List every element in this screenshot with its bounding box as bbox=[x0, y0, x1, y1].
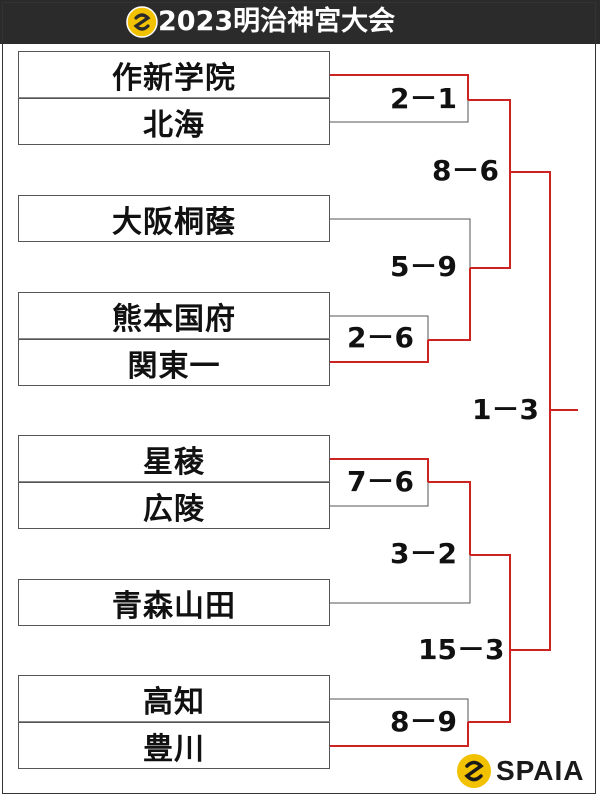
team-seiryo: 星稜 bbox=[18, 435, 330, 482]
team-osaka-toin: 大阪桐蔭 bbox=[18, 195, 330, 242]
score-round2-a: 5－9 bbox=[388, 250, 459, 284]
line-kumamoto bbox=[330, 315, 429, 340]
line-r1c-out bbox=[428, 481, 471, 555]
line-sfa-out bbox=[510, 171, 551, 410]
line-aomori bbox=[330, 555, 471, 604]
line-osaka bbox=[330, 218, 471, 268]
line-hokkai bbox=[330, 100, 469, 123]
spaia-brand-text: SPAIA bbox=[496, 755, 585, 786]
team-koryo: 広陵 bbox=[18, 482, 330, 529]
team-sakushin-gakuin: 作新学院 bbox=[18, 51, 330, 98]
spaia-footer-logo-icon bbox=[457, 754, 491, 788]
score-semifinal-a: 8－6 bbox=[430, 154, 501, 188]
line-seiryo bbox=[330, 458, 429, 482]
line-kochi bbox=[330, 698, 469, 722]
score-round2-b: 3－2 bbox=[388, 537, 459, 571]
score-semifinal-b: 15－3 bbox=[416, 633, 507, 667]
line-r2a-out bbox=[470, 172, 511, 269]
team-kanto-daiichi: 関東一 bbox=[18, 339, 330, 386]
line-r1a-out bbox=[468, 99, 511, 172]
line-koryo bbox=[330, 482, 429, 507]
score-final: 1－3 bbox=[470, 393, 541, 427]
header-bar: 2023明治神宮大会 bbox=[0, 0, 600, 44]
team-kumamoto-kokufu: 熊本国府 bbox=[18, 292, 330, 339]
team-hokkai: 北海 bbox=[18, 98, 330, 145]
line-r1b-out bbox=[428, 268, 471, 341]
spaia-logo-icon bbox=[126, 6, 158, 38]
score-round1-a: 2－1 bbox=[388, 82, 459, 116]
team-kochi: 高知 bbox=[18, 675, 330, 722]
line-r2b-out bbox=[470, 554, 511, 650]
line-kanto bbox=[330, 340, 429, 363]
score-round1-b: 2－6 bbox=[345, 321, 416, 355]
line-toyokawa bbox=[330, 722, 469, 747]
line-r1d-out bbox=[468, 650, 511, 723]
line-sakushin bbox=[330, 74, 469, 100]
line-sfb-out bbox=[510, 410, 551, 651]
page-title: 2023明治神宮大会 bbox=[158, 6, 396, 37]
score-round1-d: 8－9 bbox=[388, 705, 459, 739]
team-aomori-yamada: 青森山田 bbox=[18, 579, 330, 626]
team-toyokawa: 豊川 bbox=[18, 722, 330, 769]
score-round1-c: 7－6 bbox=[345, 465, 416, 499]
